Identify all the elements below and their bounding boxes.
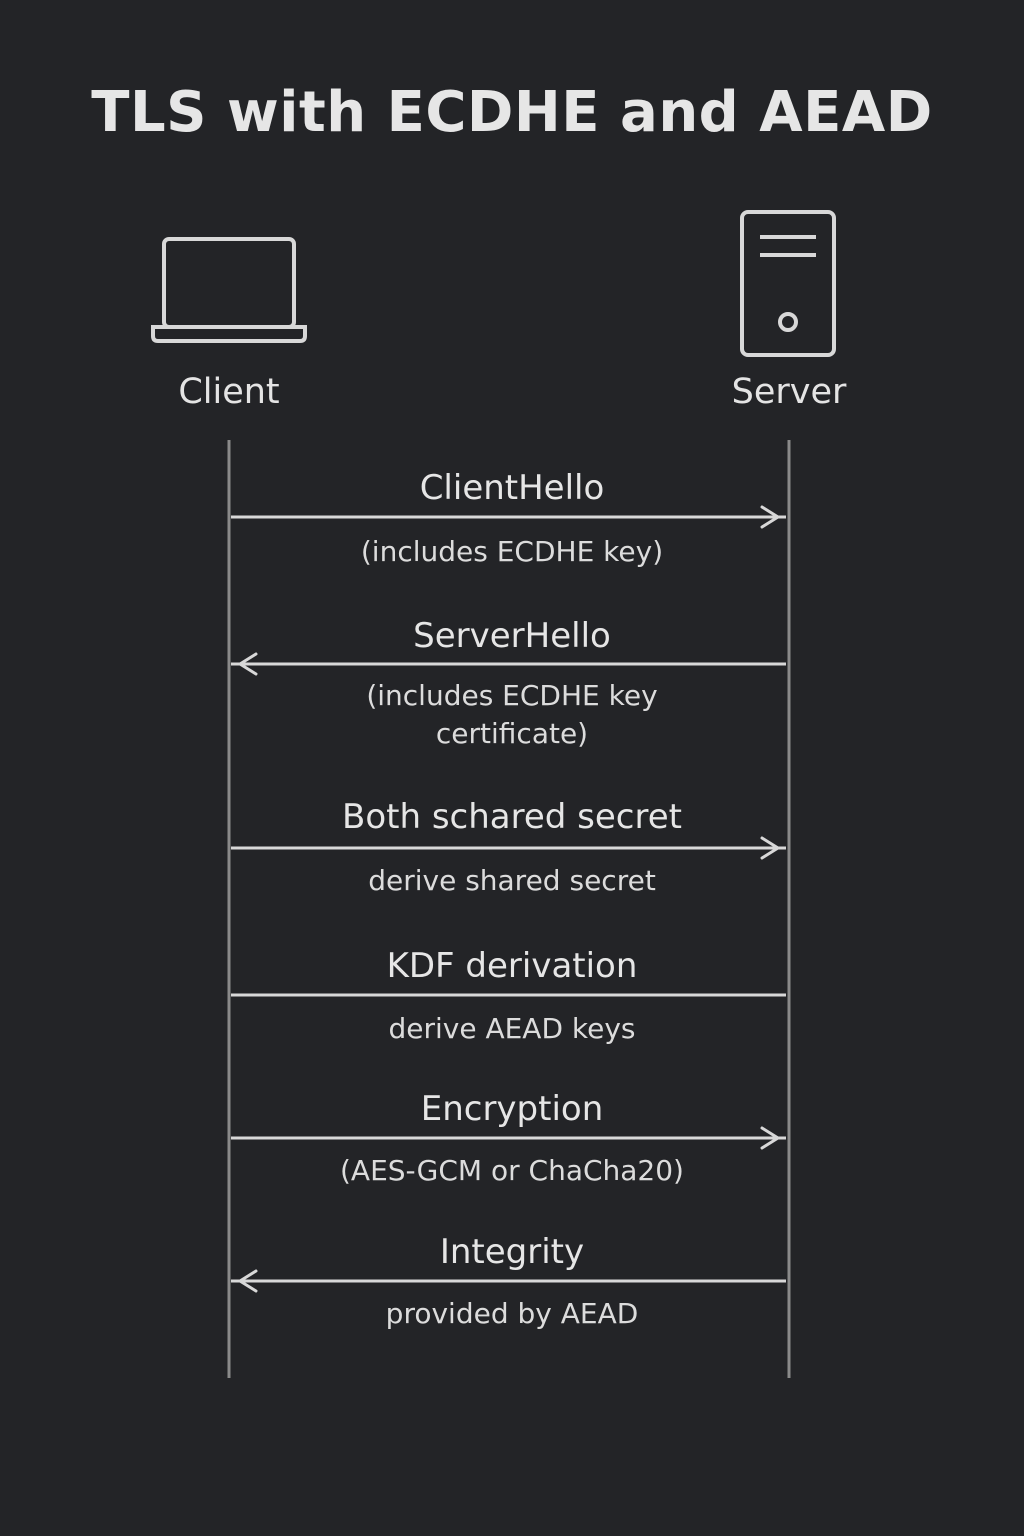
message-arrow: [231, 652, 786, 676]
message-sub-kdf: derive AEAD keys: [388, 1012, 636, 1045]
message-label-serverhello: ServerHello: [413, 616, 611, 656]
arrowhead-icon: [760, 836, 780, 860]
message-sub-integrity: provided by AEAD: [385, 1297, 639, 1330]
message-sub-encryption: (AES-GCM or ChaCha20): [340, 1154, 684, 1187]
message-sub-clienthello: (includes ECDHE key): [360, 535, 664, 568]
message-label-encryption: Encryption: [420, 1089, 604, 1129]
arrowhead-icon: [760, 505, 780, 529]
message-sub-shared-secret: derive shared secret: [368, 864, 656, 897]
arrowhead-icon: [238, 1269, 258, 1293]
message-label-integrity: Integrity: [439, 1232, 585, 1272]
message-arrow: [231, 1269, 786, 1293]
message-label-shared-secret: Both schared secret: [342, 797, 682, 837]
server-icon: [740, 210, 836, 357]
message-arrow: [231, 836, 786, 860]
client-label: Client: [178, 372, 280, 412]
message-sub-serverhello: (includes ECDHE key certificate): [366, 679, 658, 750]
arrowhead-icon: [238, 652, 258, 676]
arrowhead-icon: [760, 1126, 780, 1150]
message-arrow: [231, 1126, 786, 1150]
diagram-title: TLS with ECDHE and AEAD: [91, 80, 933, 145]
message-arrow: [231, 505, 786, 529]
server-label: Server: [731, 372, 847, 412]
message-label-kdf: KDF derivation: [386, 946, 638, 986]
message-label-clienthello: ClientHello: [419, 468, 605, 508]
laptop-icon: [151, 237, 307, 343]
